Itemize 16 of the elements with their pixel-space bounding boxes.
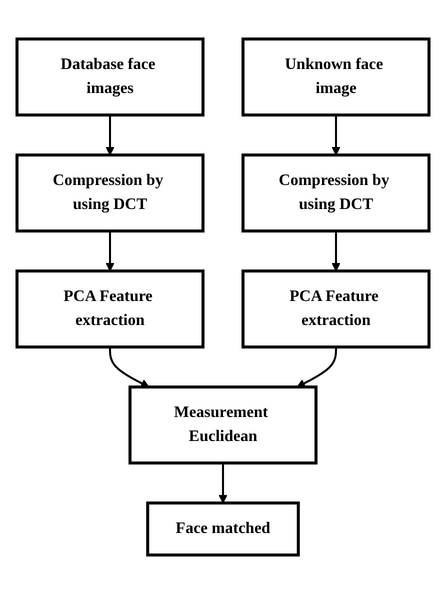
arrow (218, 462, 227, 503)
arrow (105, 230, 114, 271)
arrow (105, 114, 114, 155)
node-box (15, 269, 204, 348)
node-box (128, 385, 317, 464)
node-box (241, 153, 430, 232)
node-box (15, 37, 204, 116)
arrow (108, 346, 149, 387)
node-box (241, 37, 430, 116)
flowchart-drawing: Database face images Compression by using DCT PCA Feature extraction Unknown face image Compression by using DCT PCA Feature extraction Measurement Euclidean Face matched (8, 30, 436, 562)
arrow (331, 114, 340, 155)
node-box (15, 153, 204, 232)
arrow (331, 230, 340, 271)
arrow (296, 346, 336, 387)
node-box (146, 501, 300, 556)
node-box (241, 269, 430, 348)
